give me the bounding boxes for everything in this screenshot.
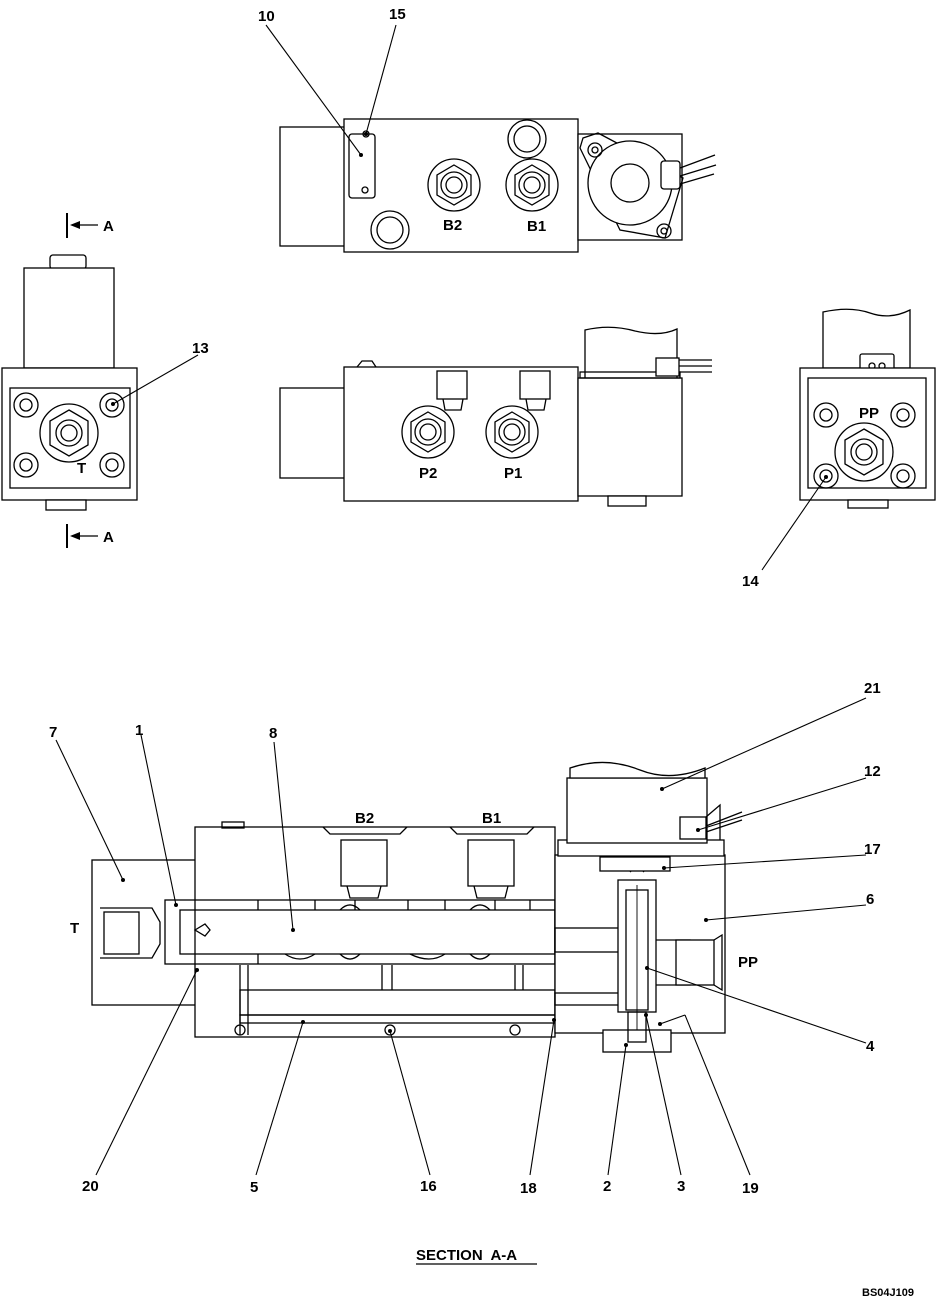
port-label-t-end: T bbox=[77, 460, 86, 477]
callout-5: 5 bbox=[250, 1179, 258, 1196]
leader-lines bbox=[55, 24, 867, 1176]
port-labels: B2 B1 P2 P1 T PP B2 B1 T PP A A bbox=[70, 217, 879, 971]
callout-17: 17 bbox=[864, 841, 881, 858]
drawing-code: BS04J109 bbox=[862, 1287, 914, 1299]
port-label-b1-section: B1 bbox=[482, 810, 501, 827]
port-label-b2-top: B2 bbox=[443, 217, 462, 234]
callout-8: 8 bbox=[269, 725, 277, 742]
callout-21: 21 bbox=[864, 680, 881, 697]
callout-1: 1 bbox=[135, 722, 143, 739]
callout-3: 3 bbox=[677, 1178, 685, 1195]
callout-14: 14 bbox=[742, 573, 759, 590]
section-marker-bottom: A bbox=[103, 529, 114, 546]
section-title: SECTION A-A bbox=[416, 1247, 517, 1264]
section-marker-top: A bbox=[103, 218, 114, 235]
port-label-t-section: T bbox=[70, 920, 79, 937]
callout-6: 6 bbox=[866, 891, 874, 908]
callout-2: 2 bbox=[603, 1178, 611, 1195]
left-end-view bbox=[1, 213, 138, 548]
port-label-b1-top: B1 bbox=[527, 218, 546, 235]
callout-15: 15 bbox=[389, 6, 406, 23]
right-end-view bbox=[799, 308, 936, 509]
callout-4: 4 bbox=[866, 1038, 875, 1055]
callout-7: 7 bbox=[49, 724, 57, 741]
port-label-b2-section: B2 bbox=[355, 810, 374, 827]
callout-19: 19 bbox=[742, 1180, 759, 1197]
port-label-pp-end: PP bbox=[859, 405, 879, 422]
port-label-p2: P2 bbox=[419, 465, 437, 482]
callout-10: 10 bbox=[258, 8, 275, 25]
callout-12: 12 bbox=[864, 763, 881, 780]
callout-numbers: 10 15 13 14 21 12 17 6 4 7 1 8 20 5 16 1… bbox=[49, 6, 881, 1197]
top-view bbox=[279, 118, 717, 253]
section-view bbox=[91, 761, 743, 1053]
callout-13: 13 bbox=[192, 340, 209, 357]
callout-18: 18 bbox=[520, 1180, 537, 1197]
callout-20: 20 bbox=[82, 1178, 99, 1195]
front-view bbox=[279, 326, 712, 507]
port-label-pp-section: PP bbox=[738, 954, 758, 971]
callout-16: 16 bbox=[420, 1178, 437, 1195]
port-label-p1: P1 bbox=[504, 465, 522, 482]
